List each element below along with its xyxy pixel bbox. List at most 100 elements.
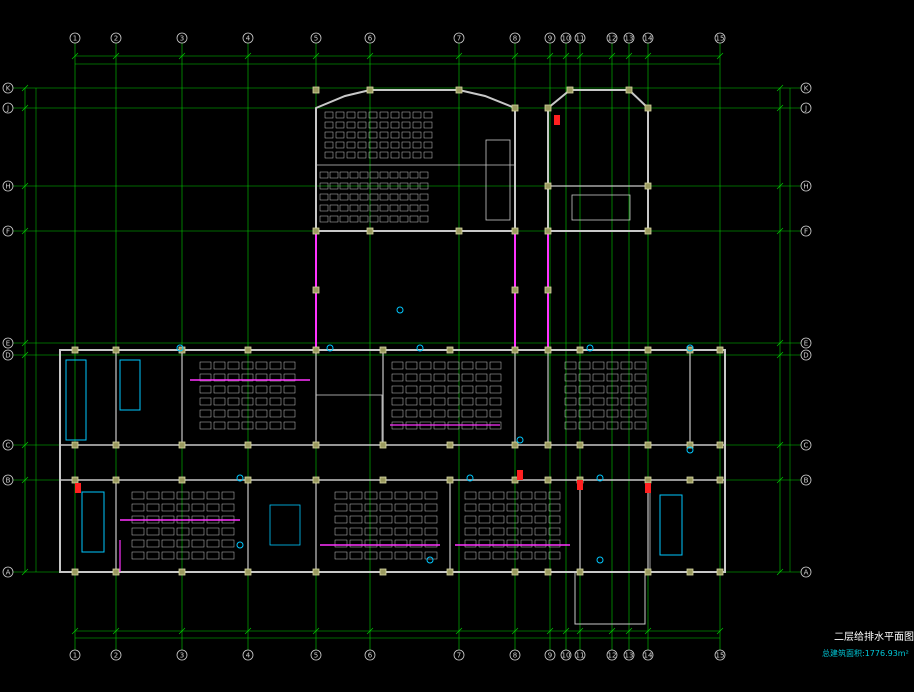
axis-bubble-circle — [2, 349, 14, 361]
lecture-seat — [319, 182, 329, 190]
axis-bubble-circle — [364, 32, 376, 44]
classroom-desk — [564, 397, 577, 406]
axis-bubble-label: 8 — [513, 652, 517, 660]
axis-bubble-label: 8 — [513, 35, 517, 43]
axis-bubble-label: E — [6, 340, 10, 348]
classroom-desk — [349, 551, 363, 560]
classroom-desk — [349, 539, 363, 548]
classroom-desk — [506, 551, 519, 560]
classroom-desk — [206, 551, 220, 560]
classroom-desk — [227, 397, 240, 406]
axis-bubble-circle — [2, 82, 14, 94]
lecture-seat — [329, 215, 339, 223]
classroom-desk — [391, 385, 404, 394]
classroom-desk — [379, 491, 393, 500]
structural-column — [644, 568, 652, 576]
axis-bubble-circle — [714, 32, 726, 44]
classroom-desk — [161, 503, 175, 512]
area-note: 总建筑面积:1776.93m² — [822, 648, 909, 659]
axis-bubble-label: 9 — [548, 35, 552, 43]
classroom-desk — [464, 491, 477, 500]
lecture-seat — [319, 204, 329, 212]
axis-bubble-left-E: E — [2, 337, 14, 349]
axis-bubble-label: 11 — [576, 652, 585, 660]
axis-bubble-circle — [800, 439, 812, 451]
axis-bubble-left-C: C — [2, 439, 14, 451]
fixture-symbol — [236, 541, 244, 549]
classroom-desk — [520, 527, 533, 536]
classroom-desk — [213, 421, 226, 430]
classroom-desk — [241, 397, 254, 406]
structural-column — [366, 86, 374, 94]
lecture-seat — [339, 193, 349, 201]
classroom-desk — [620, 361, 633, 370]
top-dim-tick — [644, 52, 652, 60]
lecture-seat — [379, 131, 389, 139]
structural-column — [312, 476, 320, 484]
lecture-seat — [346, 131, 356, 139]
classroom-desk — [447, 373, 460, 382]
classroom-desk — [131, 527, 145, 536]
washroom-fixture — [81, 491, 105, 553]
lecture-seat — [349, 193, 359, 201]
structural-column — [566, 86, 574, 94]
axis-bubble-circle — [800, 337, 812, 349]
classroom-desk — [379, 503, 393, 512]
lecture-seat — [368, 151, 378, 159]
structural-column — [178, 476, 186, 484]
classroom-desk — [506, 527, 519, 536]
toilet-stalls-2 — [119, 359, 141, 411]
lecture-seat — [412, 151, 422, 159]
classroom-desk — [506, 515, 519, 524]
lecture-seat — [329, 193, 339, 201]
axis-bubble-circle — [800, 180, 812, 192]
classroom-desk — [227, 385, 240, 394]
axis-bubble-right-K: K — [800, 82, 812, 94]
structural-column — [716, 441, 724, 449]
lecture-seat — [390, 121, 400, 129]
axis-grid-lines — [10, 40, 805, 650]
top-dim-tick — [562, 52, 570, 60]
axis-bubble-bottom-2: 2 — [110, 649, 122, 661]
axis-bubble-circle — [176, 649, 188, 661]
axis-bubble-circle — [623, 649, 635, 661]
lecture-seat — [423, 111, 433, 119]
classroom-desk — [461, 361, 474, 370]
lecture-seat — [368, 131, 378, 139]
classroom-desk — [489, 409, 502, 418]
classroom-desk — [592, 421, 605, 430]
lecture-seat — [335, 121, 345, 129]
fixture-symbol — [236, 474, 244, 482]
axis-bubble-bottom-11: 11 — [574, 649, 586, 661]
classroom-desk — [424, 527, 438, 536]
structural-column — [511, 568, 519, 576]
classroom-desk — [506, 539, 519, 548]
axis-bubble-top-13: 13 — [623, 32, 635, 44]
structural-column — [644, 227, 652, 235]
classroom-desk — [409, 539, 423, 548]
classroom-desk — [534, 503, 547, 512]
classroom-desk — [578, 421, 591, 430]
structural-column — [71, 568, 79, 576]
classroom-desk — [131, 503, 145, 512]
axis-bubble-circle — [2, 102, 14, 114]
classroom-desk — [221, 539, 235, 548]
lecture-seat — [419, 182, 429, 190]
axis-bubble-label: 12 — [608, 652, 617, 660]
structural-column — [544, 182, 552, 190]
classroom-desk — [161, 539, 175, 548]
axis-bubble-label: H — [803, 183, 808, 191]
classroom-desk — [379, 551, 393, 560]
classroom-desk — [405, 409, 418, 418]
classroom-desk — [447, 385, 460, 394]
axis-bubble-top-14: 14 — [642, 32, 654, 44]
lecture-seat — [423, 141, 433, 149]
classroom-desk — [461, 385, 474, 394]
lecture-seat — [389, 204, 399, 212]
classroom-desk — [379, 539, 393, 548]
classroom-desk — [548, 491, 561, 500]
structural-column — [644, 346, 652, 354]
structural-column — [455, 227, 463, 235]
bottom-dim-tick — [178, 627, 186, 635]
